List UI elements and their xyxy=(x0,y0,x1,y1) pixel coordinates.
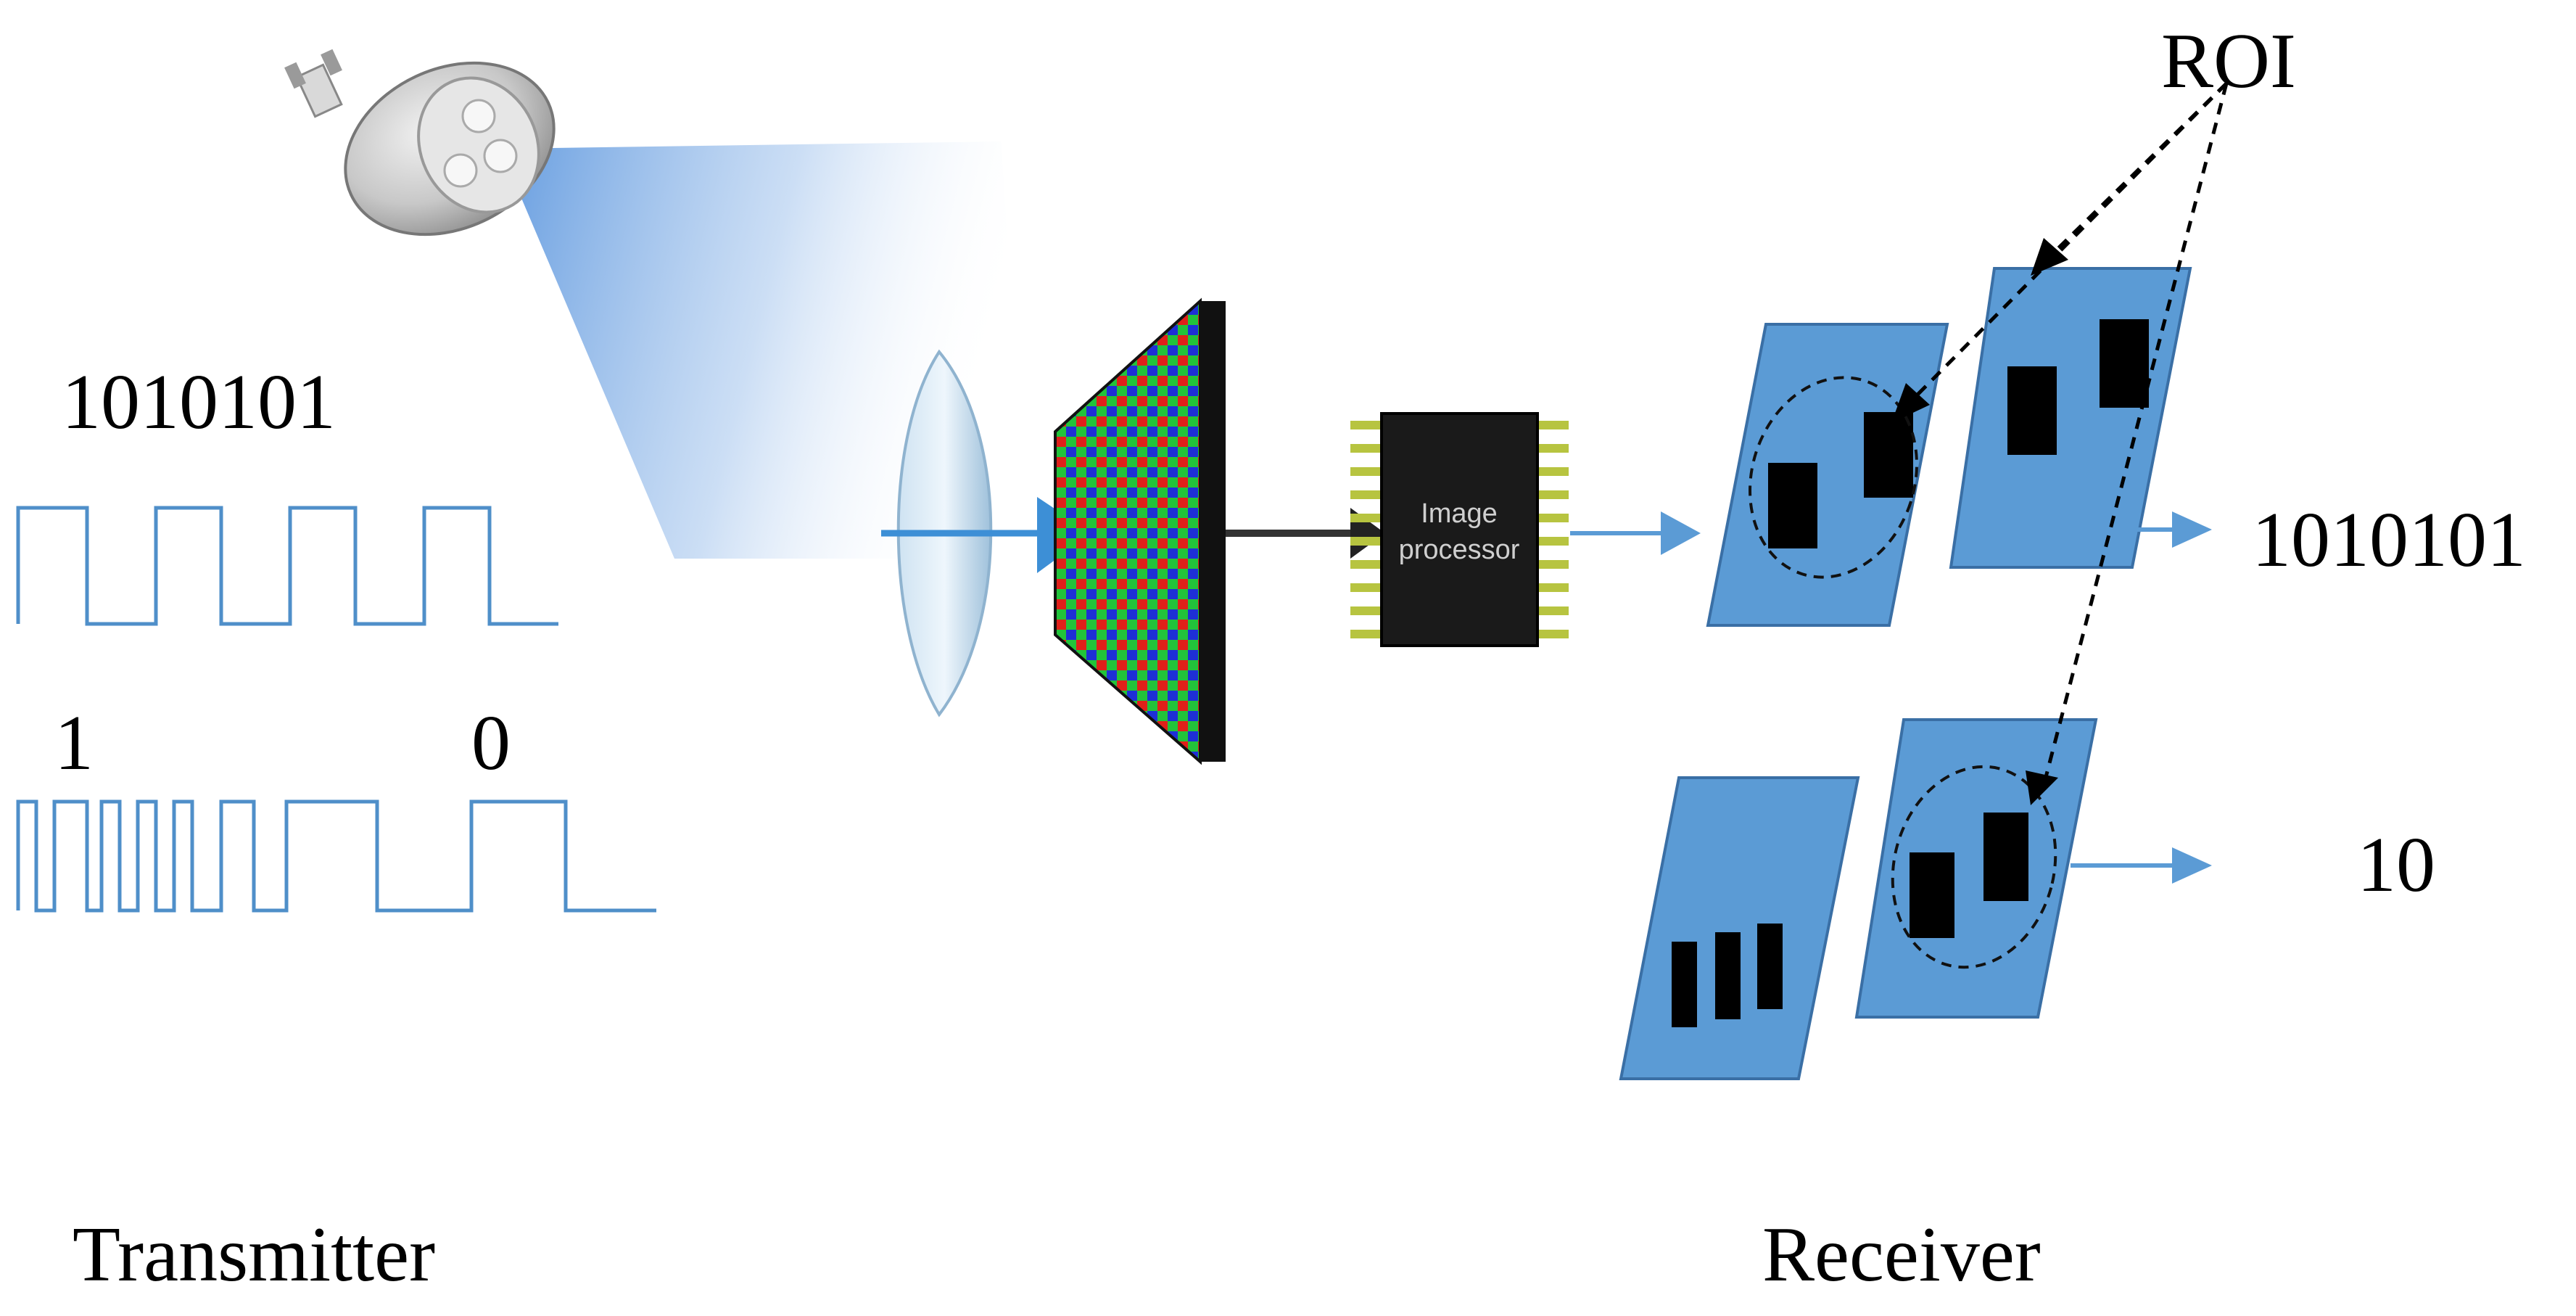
transmitter-caption: Transmitter xyxy=(73,1212,435,1298)
roi-ellipse-bottom xyxy=(1891,765,2057,969)
roi-ellipse-top xyxy=(1749,376,1918,579)
roi-arrowhead-1 xyxy=(1891,383,1930,423)
frame-bottom-left xyxy=(1619,776,1860,1080)
receiver-output-top: 1010101 xyxy=(2252,497,2526,583)
square-wave-top xyxy=(16,506,558,626)
image-sensor xyxy=(1054,297,1226,765)
roi-arrowhead-2 xyxy=(2031,238,2068,276)
frame-top-left xyxy=(1706,323,1949,627)
transmitter-bits-label: 1010101 xyxy=(62,359,336,445)
roi-pointer-arrows xyxy=(1912,82,2229,781)
receiver-caption: Receiver xyxy=(1762,1212,2041,1298)
square-wave-bottom xyxy=(16,799,656,913)
processor-to-frames-arrowhead xyxy=(1661,511,1701,555)
processor-label-line2: processor xyxy=(1399,535,1520,565)
receiver-output-bottom: 10 xyxy=(2357,822,2435,908)
output-arrowhead-top xyxy=(2172,511,2212,548)
image-processor-chip: Image processor xyxy=(1350,412,1569,647)
bit-zero-label: 0 xyxy=(471,700,511,786)
roi-label: ROI xyxy=(2161,18,2296,104)
frame-top-right xyxy=(1949,267,2192,569)
processor-label-line1: Image xyxy=(1421,498,1498,529)
output-arrowhead-bottom xyxy=(2172,847,2212,884)
frame-bottom-right xyxy=(1854,718,2098,1019)
roi-arrowhead-3 xyxy=(2026,770,2058,805)
light-beam xyxy=(500,141,1030,559)
led-bulb-icon xyxy=(284,49,556,237)
bit-one-label: 1 xyxy=(54,700,94,786)
